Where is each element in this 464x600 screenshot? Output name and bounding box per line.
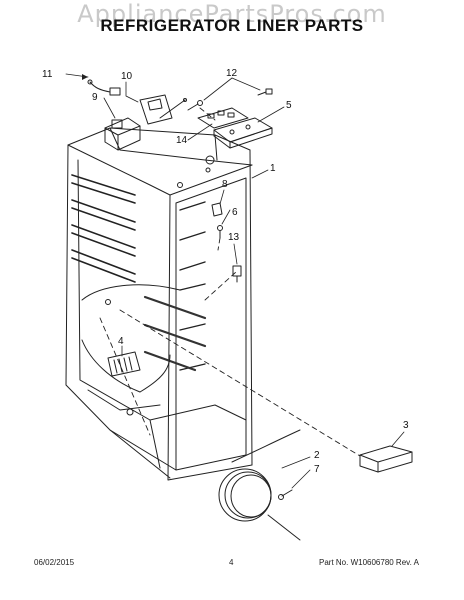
part-12-screws <box>187 88 273 111</box>
part-5-cover <box>213 117 273 149</box>
callout-2: 2 <box>314 450 320 461</box>
diagram-title: REFRIGERATOR LINER PARTS <box>100 16 364 35</box>
callout-14: 14 <box>176 135 188 146</box>
part-4-vent-grille <box>107 351 141 377</box>
part-8-clip <box>211 202 223 217</box>
part-9-control-housing <box>104 117 141 151</box>
part-13-pin <box>232 265 242 283</box>
callout-8: 8 <box>222 179 228 190</box>
part-10-bracket <box>139 94 187 125</box>
callout-9: 9 <box>92 92 98 103</box>
callout-12: 12 <box>226 68 238 79</box>
assembly-guide-lines <box>99 107 361 457</box>
callout-7: 7 <box>314 464 320 475</box>
footer-page-number: 4 <box>229 558 234 567</box>
footer-date: 06/02/2015 <box>34 558 75 567</box>
footer-part-number: Part No. W10606780 Rev. A <box>319 558 419 567</box>
callout-10: 10 <box>121 71 133 82</box>
callout-leader-lines <box>65 73 405 489</box>
callout-6: 6 <box>232 207 238 218</box>
part-6-screw <box>217 225 223 239</box>
part-11-sensor <box>87 79 121 96</box>
part-3-drain-cover <box>359 445 413 473</box>
callout-3: 3 <box>403 420 409 431</box>
part-7-screw <box>278 489 293 500</box>
callout-11: 11 <box>42 69 53 80</box>
callout-4: 4 <box>118 336 124 347</box>
part-2-water-tube <box>218 429 301 541</box>
part-14-control-board <box>197 107 249 129</box>
callout-5: 5 <box>286 100 292 111</box>
watermark-text: AppliancePartsPros.com <box>77 0 387 28</box>
callout-13: 13 <box>228 232 240 243</box>
callout-1: 1 <box>270 163 276 174</box>
